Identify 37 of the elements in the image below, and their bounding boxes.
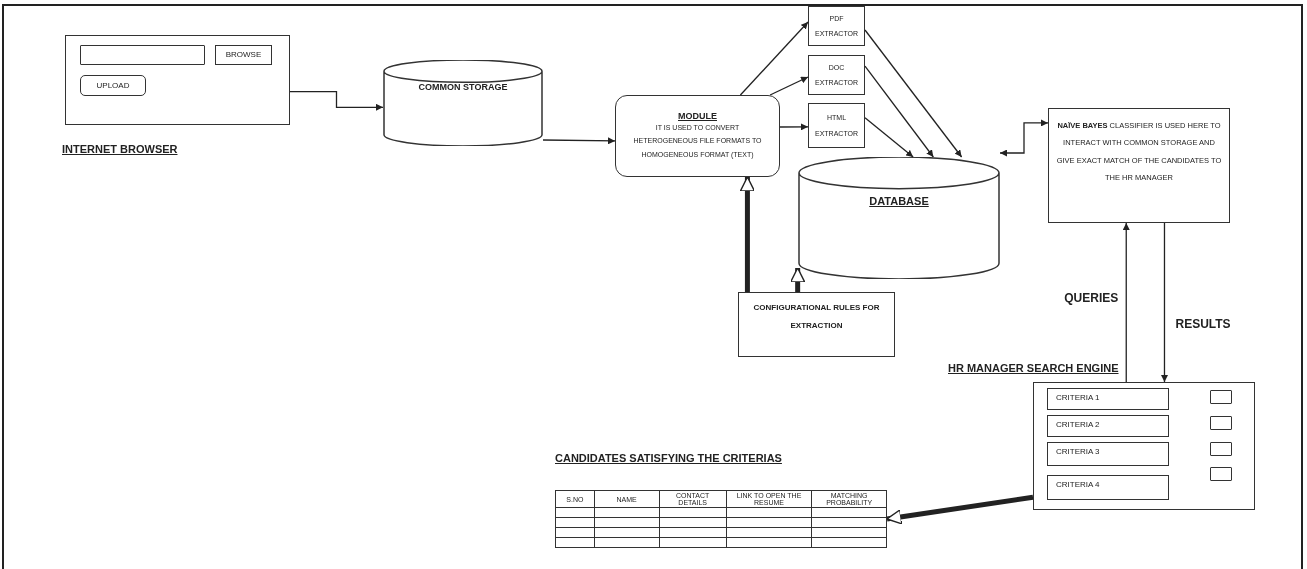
button: BROWSE [215, 45, 272, 65]
checkbox [1210, 390, 1232, 404]
arrow [769, 76, 809, 96]
checkbox [1210, 416, 1232, 430]
input-field [80, 45, 205, 65]
database-cylinder [798, 157, 1000, 279]
node-label: MODULE [678, 111, 717, 122]
arrow [542, 137, 616, 145]
button: UPLOAD [80, 75, 146, 96]
arrow [864, 65, 934, 158]
heading: HR MANAGER SEARCH ENGINE [948, 362, 1119, 374]
arrow [739, 21, 809, 96]
arrow [289, 91, 384, 111]
arrow [864, 29, 963, 158]
arrow [779, 123, 809, 131]
edge-label: QUERIES [1064, 290, 1119, 305]
process-box: CONFIGURATIONAL RULES FOR EXTRACTION [738, 292, 895, 357]
criteria-field: CRITERIA 2 [1047, 415, 1169, 437]
arrow [886, 494, 1034, 525]
arrow [1161, 222, 1168, 383]
node-label: COMMON STORAGE [417, 82, 509, 92]
node-label: DATABASE [868, 195, 930, 207]
arrow [864, 117, 914, 158]
checkbox [1210, 467, 1232, 481]
arrow [789, 267, 806, 292]
arrow [739, 176, 756, 292]
checkbox [1210, 442, 1232, 456]
arrow [1122, 222, 1130, 383]
edge-label: RESULTS [1175, 316, 1231, 331]
criteria-field: CRITERIA 3 [1047, 442, 1169, 466]
criteria-field: CRITERIA 4 [1047, 475, 1169, 500]
criteria-field: CRITERIA 1 [1047, 388, 1169, 410]
storage-cylinder [383, 60, 543, 146]
arrow [999, 119, 1049, 157]
heading: INTERNET BROWSER [62, 143, 178, 155]
process-box [615, 95, 780, 177]
heading: CANDIDATES SATISFYING THE CRITERIAS [555, 452, 782, 464]
